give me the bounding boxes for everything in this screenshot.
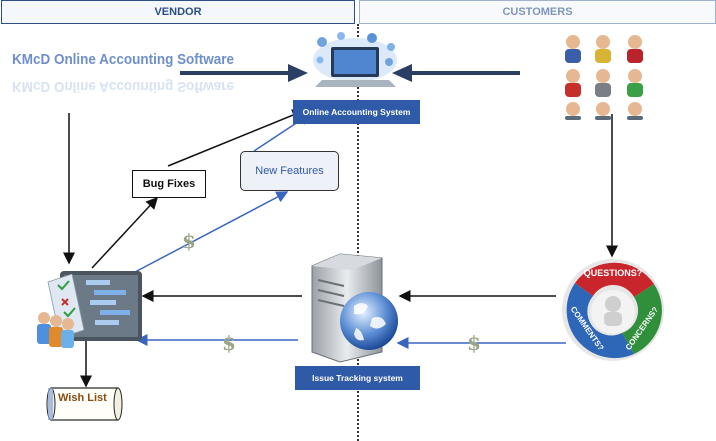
bug-fixes-box: Bug Fixes xyxy=(132,170,206,198)
customers-header: CUSTOMERS xyxy=(359,0,716,24)
feedback-questions-label: QUESTIONS? xyxy=(584,268,643,278)
customers-people-icon xyxy=(565,35,643,120)
laptop-icon xyxy=(313,32,397,87)
dollar-sign-icon: $ xyxy=(182,229,196,253)
project-team-gantt-icon xyxy=(37,271,142,348)
new-features-box: New Features xyxy=(240,151,339,191)
customers-to-system-arrow xyxy=(392,64,520,82)
team-to-bugfixes-arrow xyxy=(91,196,159,269)
issue-tracking-server-icon xyxy=(311,253,398,363)
issue-tracking-system-label: Issue Tracking system xyxy=(295,366,420,390)
logo-to-system-arrow xyxy=(180,64,308,82)
wish-list-scroll-icon xyxy=(46,387,123,421)
feedback-wheel-icon: QUESTIONS? COMMENTS? CONCERNS? xyxy=(562,259,664,361)
team-to-features-arrow xyxy=(134,191,289,273)
bugfixes-to-system-arrow xyxy=(167,109,305,167)
logo-text: KMcD Online Accounting Software xyxy=(12,52,235,68)
vendor-header: VENDOR xyxy=(1,0,355,24)
dollar-sign-icon: $ xyxy=(467,331,481,355)
wish-list-label: Wish List xyxy=(58,392,107,404)
online-accounting-system-label: Online Accounting System xyxy=(293,100,420,124)
vendor-customer-divider xyxy=(357,24,359,441)
dollar-sign-icon: $ xyxy=(222,331,236,355)
